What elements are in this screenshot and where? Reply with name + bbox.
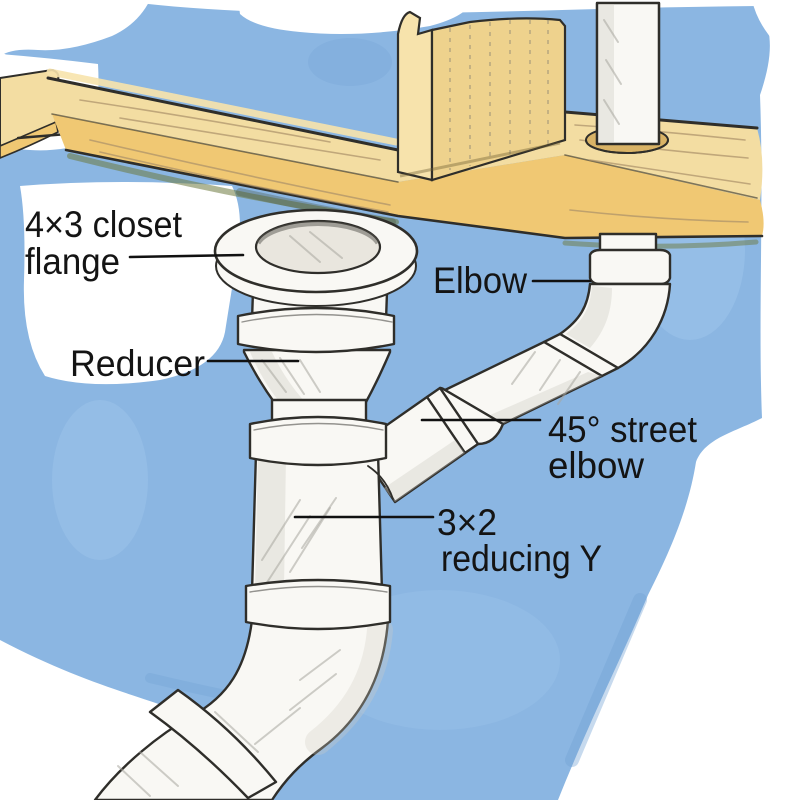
pencil-shading	[603, 19, 622, 125]
closet-flange-top	[213, 208, 419, 307]
elbow-hub-ring	[588, 248, 672, 286]
sweep-elbow-pipe	[93, 578, 393, 800]
pencil-shading	[289, 231, 343, 263]
board-highlight	[46, 68, 400, 146]
label-reducer-line1: Reducer	[70, 343, 205, 384]
leader-line	[128, 253, 245, 259]
label-reducing-y-line1: 3×2	[437, 502, 497, 543]
y-branch-seam	[367, 465, 394, 500]
diagonal-pipe	[443, 340, 604, 426]
bottom-coupling-ring	[244, 578, 392, 631]
elbow-fitting	[542, 248, 672, 378]
label-elbow-line1: Elbow	[433, 260, 527, 301]
label-closet-flange-line2: flange	[25, 241, 120, 282]
label-reducer: Reducer	[70, 343, 300, 384]
paper-patch	[752, 0, 800, 64]
labels: 4×3 closet flange Reducer Elbow 45° stre…	[25, 204, 698, 579]
pencil-shading	[511, 351, 581, 405]
vertical-stud	[396, 10, 567, 182]
stud-base-shadow	[399, 141, 561, 178]
label-closet-flange-line1: 4×3 closet	[25, 204, 183, 245]
pencil-shading	[261, 357, 321, 395]
label-street-elbow: 45° street elbow	[420, 409, 698, 486]
sweep-elbow-body	[93, 618, 390, 800]
label-elbow: Elbow	[433, 260, 592, 301]
label-closet-flange: 4×3 closet flange	[25, 204, 245, 282]
coupling-ring	[236, 306, 396, 354]
stud-left-face	[396, 10, 434, 182]
label-street-elbow-line1: 45° street	[548, 409, 698, 450]
paper-patch	[0, 0, 150, 56]
flange-opening	[254, 219, 382, 275]
board-bottom-edge	[64, 148, 764, 240]
hole-front-rim	[585, 139, 669, 154]
elbow-body	[558, 282, 672, 370]
pencil-shading	[261, 497, 337, 585]
label-street-elbow-line2: elbow	[548, 445, 644, 486]
label-reducing-y-line2: reducing Y	[441, 538, 602, 579]
board-front-band	[52, 114, 764, 238]
pencil-shading	[117, 649, 341, 797]
exit-coupling-band	[148, 688, 278, 800]
stud-grain	[449, 20, 549, 170]
y-top-hub	[248, 415, 388, 467]
label-reducing-y: 3×2 reducing Y	[293, 502, 602, 579]
stud-right-face	[430, 17, 567, 182]
board-crease	[51, 113, 758, 199]
paper-patch	[20, 182, 240, 385]
reducing-y-fitting	[248, 415, 394, 594]
